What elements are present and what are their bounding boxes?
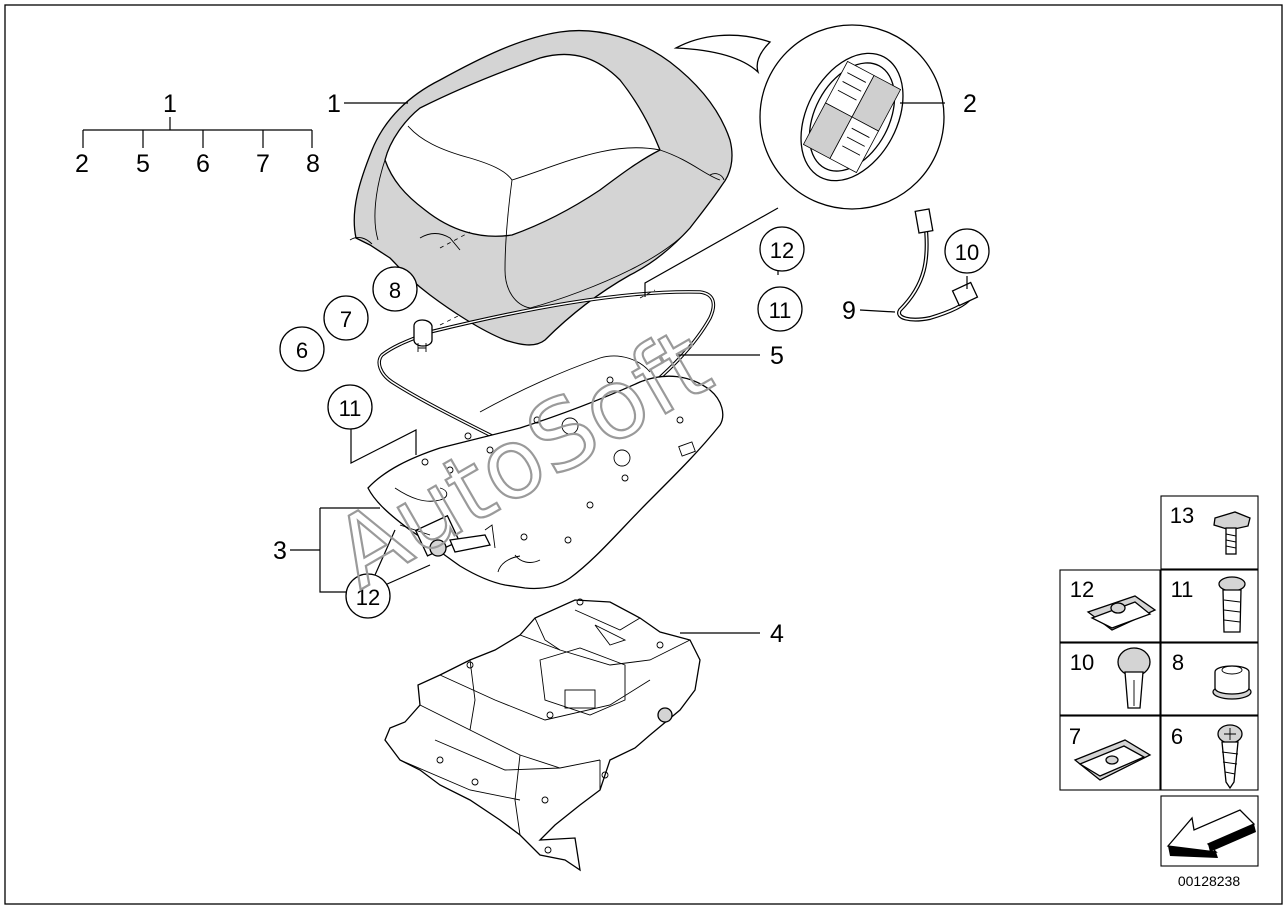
direction-arrow-icon xyxy=(1166,809,1256,858)
svg-text:11: 11 xyxy=(339,396,362,421)
legend-label: 13 xyxy=(1170,503,1194,528)
parts-tree: 1 2 5 6 7 8 xyxy=(75,90,320,178)
diagram-number: 00128238 xyxy=(1178,873,1241,889)
circled-callout: 8 xyxy=(372,266,418,312)
callout-4: 4 xyxy=(770,620,784,648)
tapping-screw-icon xyxy=(1217,724,1243,790)
torx-screw-icon xyxy=(1218,576,1246,633)
svg-text:7: 7 xyxy=(340,307,352,332)
circled-callout: 10 xyxy=(944,228,990,274)
svg-text:11: 11 xyxy=(769,298,792,323)
tree-root-label: 1 xyxy=(163,90,177,118)
fastener-legend: 13 12 11 10 8 xyxy=(1059,495,1259,889)
tree-child-label: 6 xyxy=(196,150,210,178)
circled-callout: 6 xyxy=(279,326,325,372)
clip-part xyxy=(413,319,433,352)
svg-text:6: 6 xyxy=(296,338,308,363)
legend-label: 11 xyxy=(1171,577,1194,602)
callout-2: 2 xyxy=(963,90,977,118)
circled-callout: 11 xyxy=(327,384,373,430)
legend-label: 10 xyxy=(1070,650,1094,675)
svg-text:8: 8 xyxy=(389,278,401,303)
tree-child-label: 5 xyxy=(136,150,150,178)
tree-child-label: 7 xyxy=(256,150,270,178)
circled-callout: 11 xyxy=(757,286,803,332)
callout-3: 3 xyxy=(273,537,287,565)
u-nut-clip-icon xyxy=(1086,595,1157,631)
rubber-grommet-icon xyxy=(1212,665,1252,700)
base-plate xyxy=(367,355,724,590)
legend-label: 12 xyxy=(1070,577,1094,602)
legend-label: 6 xyxy=(1171,724,1183,749)
flange-bolt-icon xyxy=(1213,511,1251,555)
circled-callout: 12 xyxy=(345,573,391,619)
tree-child-label: 2 xyxy=(75,150,89,178)
callout-5: 5 xyxy=(770,342,784,370)
circled-callout: 12 xyxy=(759,226,805,272)
carrier-frame xyxy=(384,598,701,872)
top-case-cover xyxy=(349,29,733,346)
svg-text:10: 10 xyxy=(955,240,979,265)
svg-text:12: 12 xyxy=(770,238,794,263)
svg-text:12: 12 xyxy=(356,585,380,610)
tree-child-label: 8 xyxy=(306,150,320,178)
speed-nut-icon xyxy=(1073,739,1152,781)
diagram-frame xyxy=(4,4,1283,905)
callout-9: 9 xyxy=(842,297,856,325)
legend-label: 7 xyxy=(1069,724,1081,749)
circled-callout: 7 xyxy=(323,295,369,341)
callout-1: 1 xyxy=(327,90,341,118)
expanding-rivet-icon xyxy=(1117,647,1151,709)
emblem-detail xyxy=(673,24,945,210)
legend-label: 8 xyxy=(1172,650,1184,675)
cable-strap xyxy=(897,208,979,322)
